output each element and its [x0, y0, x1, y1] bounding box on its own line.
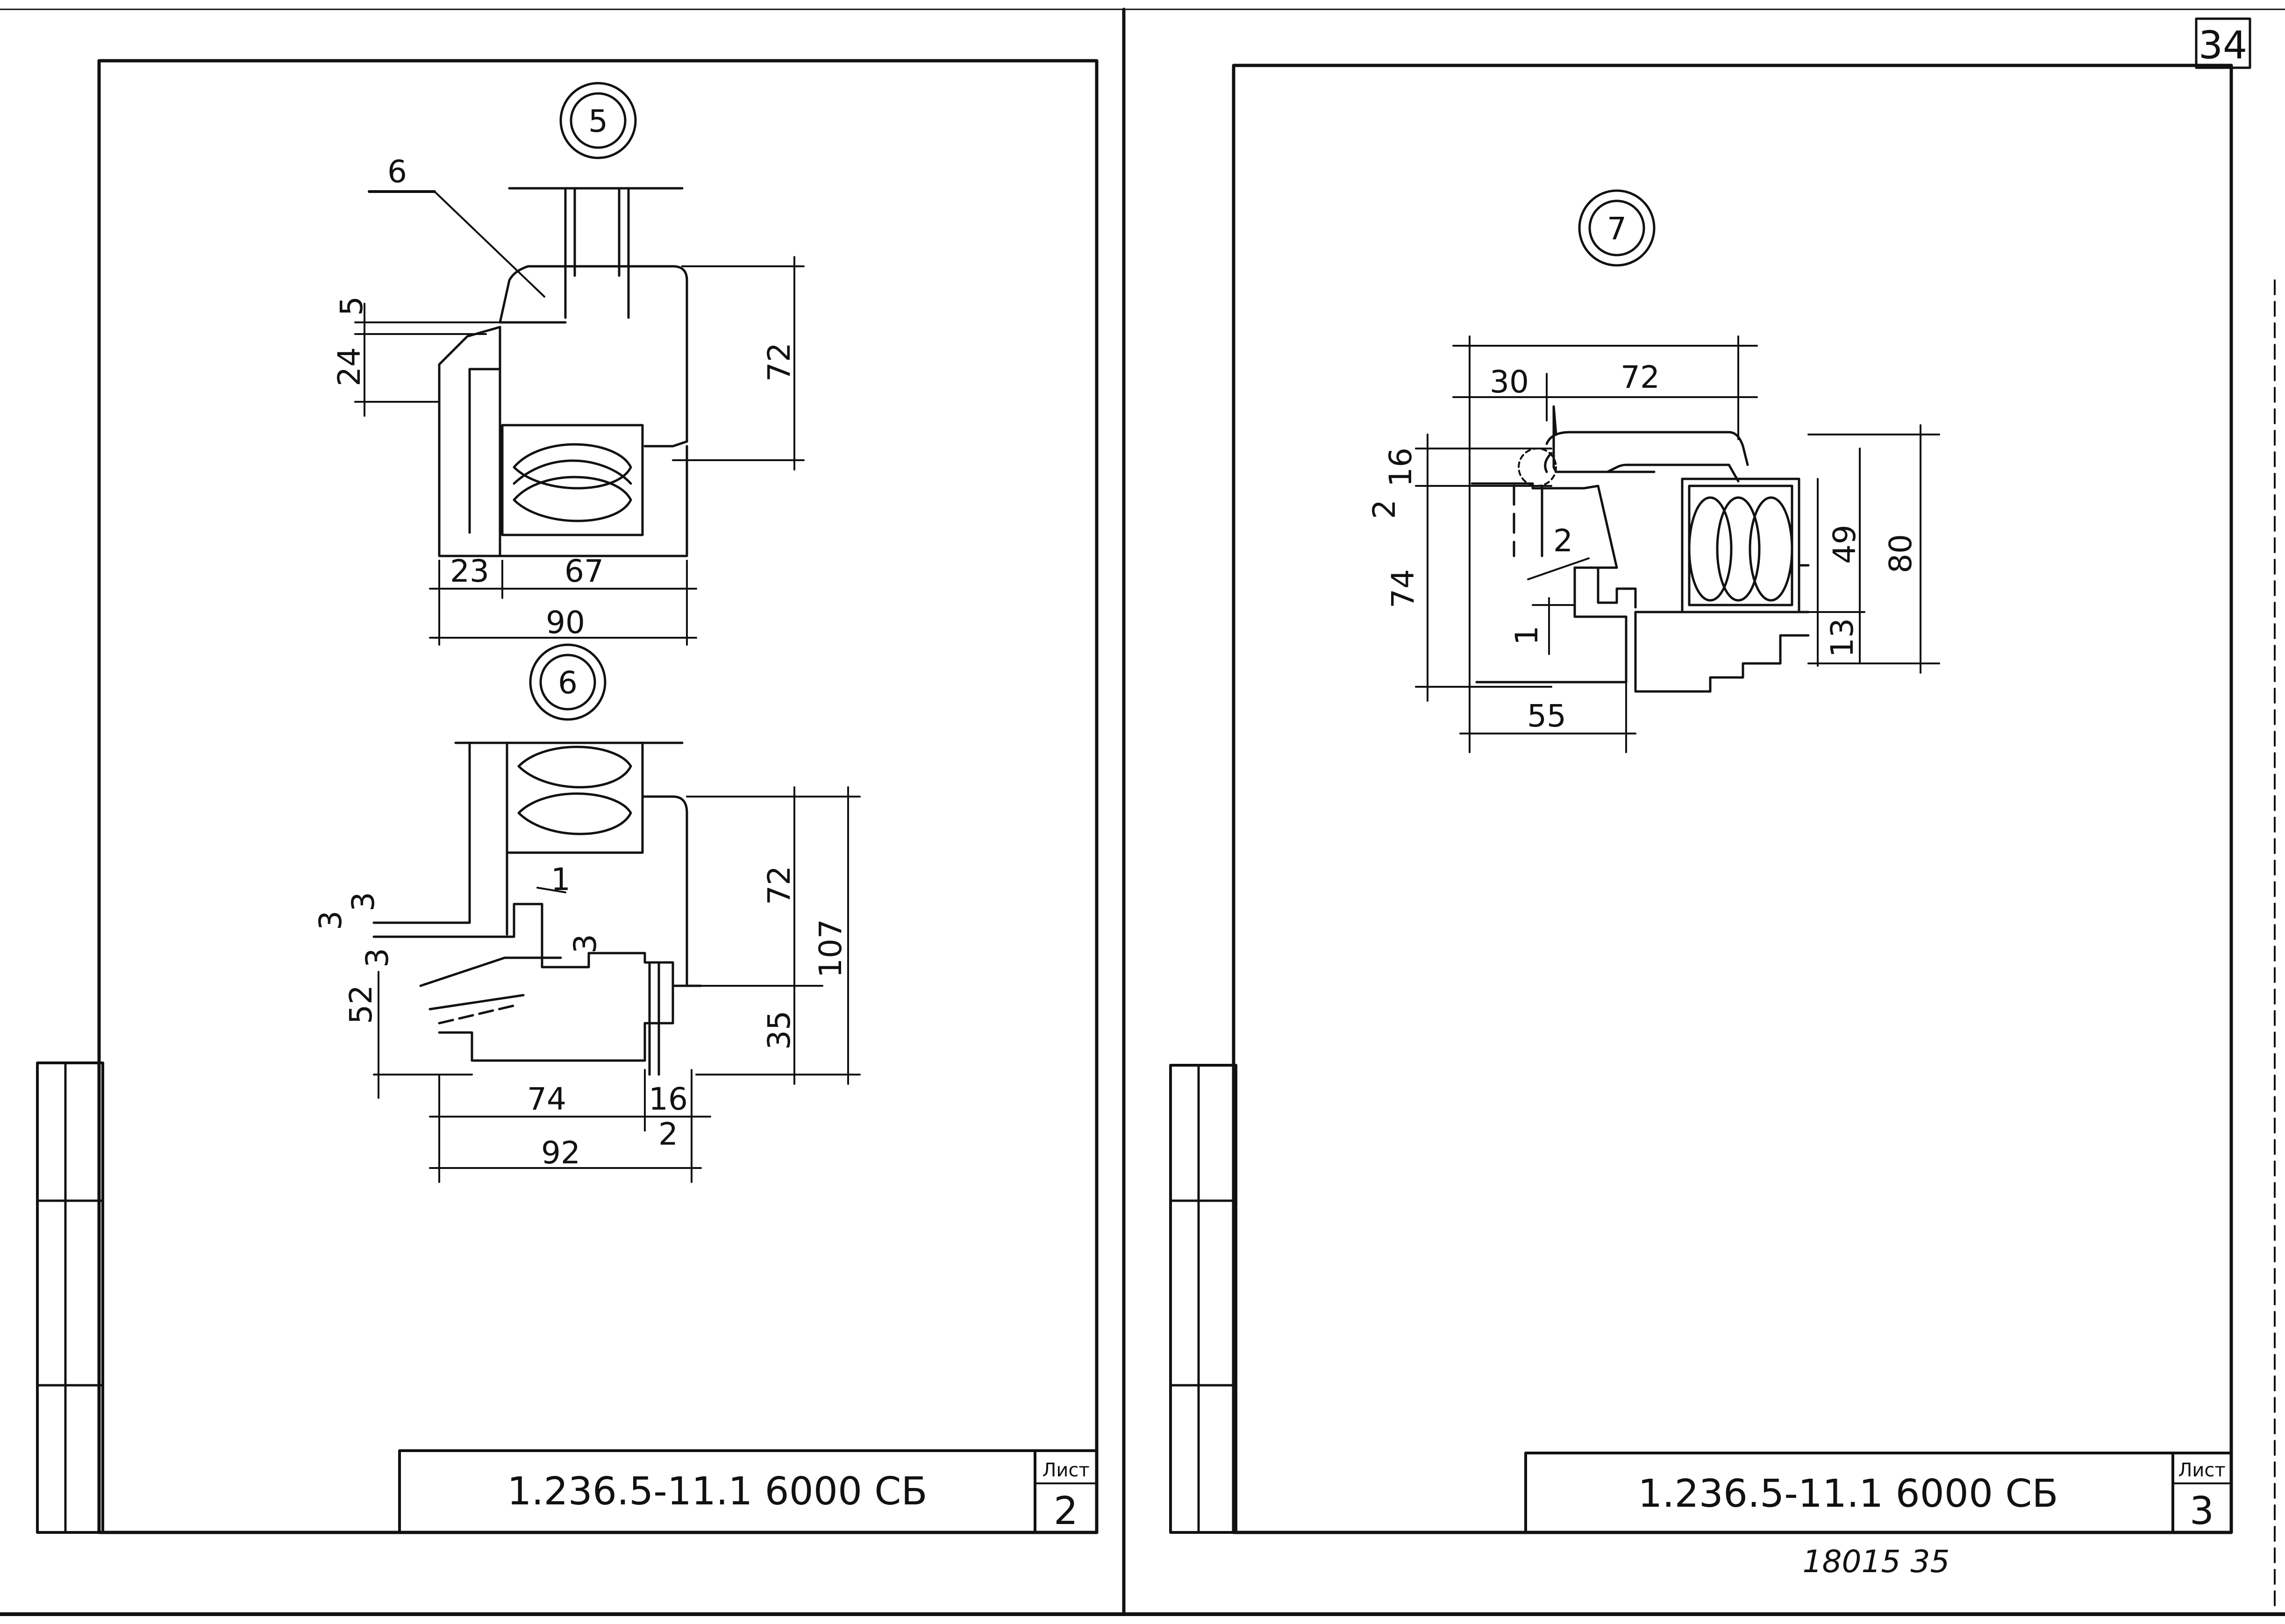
detail-5-dimensions: 5 24 72 23 67 90	[331, 256, 805, 646]
svg-text:2: 2	[658, 1116, 678, 1152]
svg-text:7: 7	[1607, 211, 1627, 247]
svg-text:3: 3	[313, 911, 349, 930]
svg-text:6: 6	[387, 154, 407, 190]
detail-6-section	[372, 741, 702, 1076]
sheet-left: 1.236.5-11.1 6000 СБ Лист 2 5	[36, 59, 1099, 1534]
sheet-left-side-stamp	[36, 1061, 104, 1534]
svg-text:23: 23	[450, 553, 489, 589]
svg-text:3: 3	[359, 948, 395, 968]
detail-5-marker: 5	[559, 82, 637, 159]
detail-6-marker: 6	[529, 643, 607, 721]
svg-text:1: 1	[551, 862, 571, 897]
detail-7: 7	[1366, 189, 1940, 753]
svg-text:92: 92	[541, 1135, 580, 1171]
sheet-label-left: Лист	[1042, 1460, 1089, 1481]
svg-text:2: 2	[1553, 523, 1573, 559]
detail-7-dimensions: 30 72 16 2 2 74 49 80 13 1 55	[1366, 335, 1940, 753]
detail-5-section	[438, 187, 688, 557]
sheet-label-right: Лист	[2178, 1460, 2225, 1481]
sheet-right-side-stamp	[1169, 1064, 1237, 1534]
svg-text:24: 24	[331, 347, 367, 386]
sheet-number-right: 3	[2190, 1489, 2214, 1533]
svg-text:52: 52	[343, 985, 379, 1024]
designation-left: 1.236.5-11.1 6000 СБ	[507, 1469, 927, 1514]
detail-5-leader-6: 6	[368, 154, 545, 298]
page-number-box: 34	[2195, 17, 2251, 69]
svg-text:3: 3	[345, 892, 381, 912]
detail-7-section	[1471, 405, 1810, 693]
sheet-right-frame	[1232, 64, 2233, 1534]
svg-text:72: 72	[761, 342, 797, 382]
detail-7-marker: 7	[1578, 189, 1656, 267]
svg-text:13: 13	[1824, 618, 1860, 657]
sheet-right-title-block: 1.236.5-11.1 6000 СБ Лист 3	[1524, 1452, 2233, 1534]
svg-text:107: 107	[813, 919, 849, 978]
svg-text:30: 30	[1490, 364, 1529, 400]
svg-text:16: 16	[649, 1081, 688, 1117]
svg-text:74: 74	[1385, 569, 1421, 608]
detail-6-dimensions: 3 3 3 1 3 52 72 107 35 74 16 2 92	[313, 786, 861, 1183]
detail-5: 5 6	[331, 82, 805, 646]
designation-right: 1.236.5-11.1 6000 СБ	[1638, 1472, 2058, 1516]
page-number: 34	[2199, 23, 2247, 68]
svg-text:16: 16	[1383, 448, 1419, 487]
svg-text:3: 3	[567, 934, 603, 954]
svg-text:55: 55	[1527, 698, 1566, 734]
svg-text:5: 5	[334, 296, 370, 316]
sheet-number-left: 2	[1054, 1489, 1078, 1533]
svg-text:1: 1	[1509, 626, 1545, 645]
svg-text:67: 67	[564, 553, 604, 589]
detail-6: 6	[313, 643, 861, 1183]
svg-text:2: 2	[1366, 499, 1402, 519]
svg-text:6: 6	[558, 665, 578, 701]
svg-text:49: 49	[1827, 525, 1863, 564]
svg-text:80: 80	[1883, 534, 1919, 573]
svg-text:5: 5	[588, 103, 608, 139]
svg-text:35: 35	[761, 1011, 797, 1050]
svg-text:72: 72	[761, 866, 797, 905]
sheet-right: 1.236.5-11.1 6000 СБ Лист 3 18015 35 7	[1169, 64, 2233, 1580]
footer-note: 18015 35	[1803, 1544, 1950, 1580]
svg-text:74: 74	[527, 1081, 566, 1117]
svg-text:72: 72	[1621, 359, 1660, 395]
sheet-left-title-block: 1.236.5-11.1 6000 СБ Лист 2	[398, 1449, 1098, 1534]
svg-text:90: 90	[546, 605, 585, 641]
